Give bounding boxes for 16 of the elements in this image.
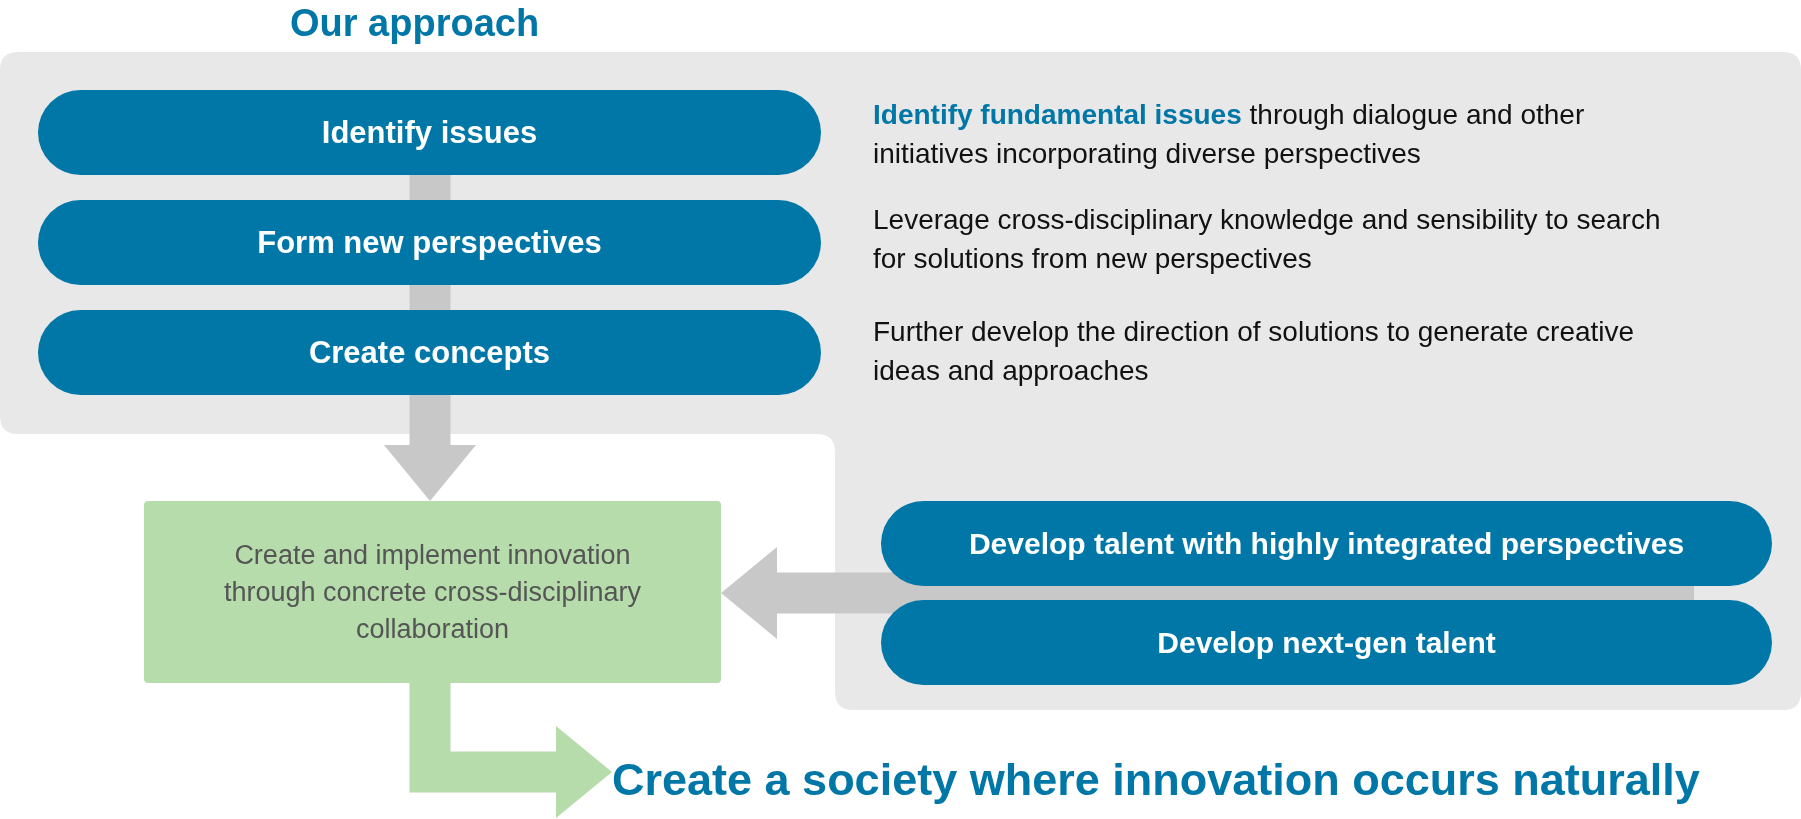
- description-text: Further develop the direction of solutions to generate creative ideas and approaches: [873, 315, 1636, 388]
- step-pill: Identify issues: [38, 90, 821, 175]
- step-pill: Create concepts: [38, 310, 821, 395]
- connector-bar: [409, 285, 451, 310]
- step-pill: Develop next-gen talent: [881, 600, 1772, 685]
- arrow: [384, 395, 476, 501]
- goal-text: Create a society where innovation occurs naturally: [612, 754, 1700, 806]
- arrow: [721, 547, 1694, 639]
- step-pill: Develop talent with highly integrated perspectives: [881, 501, 1772, 586]
- arrow: [409, 683, 612, 818]
- description-text: Leverage cross-disciplinary knowledge and sensibility to search for solutions from new perspectives: [873, 203, 1662, 276]
- connector-bar: [409, 175, 451, 200]
- outcome-box: Create and implement innovation through concrete cross-disciplinary collaboration: [144, 501, 721, 683]
- description-text: Identify fundamental issues through dialogue and other initiatives incorporating diverse perspectives: [873, 98, 1586, 171]
- step-pill: Form new perspectives: [38, 200, 821, 285]
- heading: Our approach: [290, 2, 540, 45]
